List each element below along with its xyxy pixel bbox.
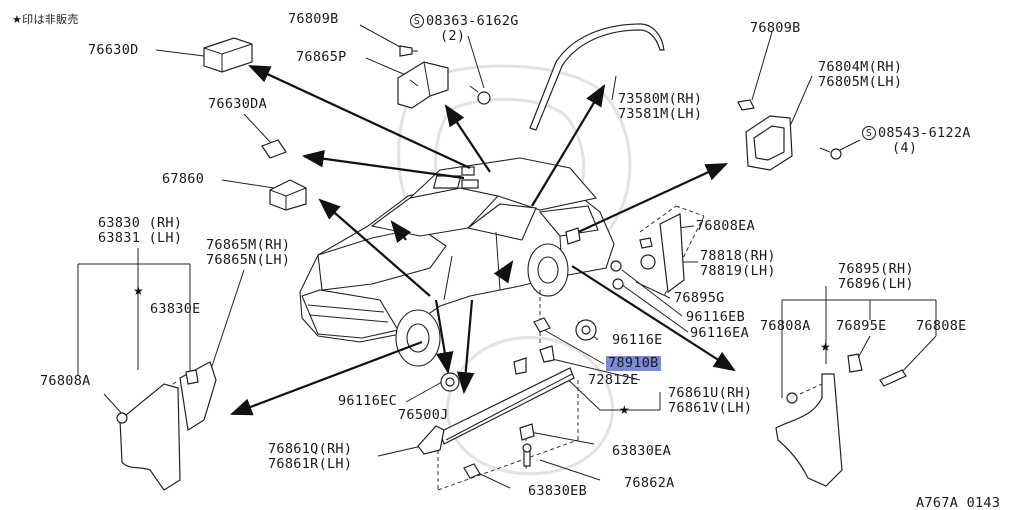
label-76861r: 76861R(LH) (268, 456, 353, 472)
label-76808ea: 76808EA (696, 218, 755, 234)
label-76861u: 76861U(RH) (668, 385, 753, 401)
label-08363-qty: (2) (440, 28, 466, 44)
part-96116ec-grommet (440, 372, 460, 392)
label-78910b-highlighted[interactable]: 78910B (606, 355, 661, 371)
part-08543-screw (819, 147, 842, 160)
label-08543-6122a: 08543-6122A (878, 125, 971, 141)
part-96116e-grommet (575, 319, 597, 341)
label-76805m: 76805M(LH) (818, 74, 903, 90)
label-76862a: 76862A (624, 475, 675, 491)
label-63830eb: 63830EB (528, 483, 587, 499)
label-72812e: 72812E (588, 372, 639, 388)
part-sill-clips (513, 317, 555, 375)
label-63830: 63830 (RH) (98, 215, 183, 231)
part-76630d-block (203, 37, 253, 73)
label-76808a-right: 76808A (760, 318, 811, 334)
part-76804m-cover (745, 115, 793, 171)
part-76865p-bracket (397, 61, 449, 109)
label-76895e: 76895E (836, 318, 887, 334)
part-08363-screw (469, 85, 491, 105)
label-63830e: 63830E (150, 301, 201, 317)
screw-symbol-icon: S (410, 14, 424, 28)
part-63830-left-mud-guard (116, 361, 217, 491)
part-76630da-pad (261, 139, 287, 159)
label-08363-6162g: 08363-6162G (426, 13, 519, 29)
label-76630da: 76630DA (208, 96, 267, 112)
part-76895-right-mud-guard (775, 353, 907, 487)
label-08543-qty: (4) (892, 140, 918, 156)
diagram-code: A767A 0143 (916, 495, 1001, 510)
label-67860: 67860 (162, 171, 205, 187)
label-76865m: 76865M(RH) (206, 237, 291, 253)
label-96116ec: 96116EC (338, 393, 397, 409)
label-76809b-top: 76809B (288, 11, 339, 27)
label-76895: 76895(RH) (838, 261, 914, 277)
label-96116e: 96116E (612, 332, 663, 348)
part-76809b-clip-right (737, 99, 755, 111)
part-sill-fasteners-lower (463, 423, 535, 479)
star-icon: ★ (619, 403, 630, 417)
label-76500j: 76500J (398, 407, 449, 423)
label-76861q: 76861Q(RH) (268, 441, 353, 457)
leader-lines (77, 24, 937, 489)
part-67860-block (269, 179, 307, 211)
label-76895g: 76895G (674, 290, 725, 306)
label-73580m: 73580M(RH) (618, 91, 703, 107)
part-location-arrows (229, 65, 736, 416)
label-76809b-right: 76809B (750, 20, 801, 36)
part-76861-side-sill-molding (417, 367, 575, 455)
label-96116ea: 96116EA (690, 325, 749, 341)
screw-spec-08363: S 08363-6162G (410, 14, 519, 29)
label-76865p: 76865P (296, 49, 347, 65)
label-63831: 63831 (LH) (98, 230, 183, 246)
label-96116eb: 96116EB (686, 309, 745, 325)
label-73581m: 73581M(LH) (618, 106, 703, 122)
label-76808a-left: 76808A (40, 373, 91, 389)
car-body-illustration (299, 157, 615, 367)
screw-symbol-icon: S (862, 126, 876, 140)
star-icon: ★ (820, 340, 831, 354)
label-76804m: 76804M(RH) (818, 59, 903, 75)
part-76809b-clip-top (399, 45, 418, 57)
label-76896: 76896(LH) (838, 276, 914, 292)
non-sale-footnote: ★印は非販売 (12, 13, 79, 26)
label-76865n: 76865N(LH) (206, 252, 291, 268)
star-icon: ★ (133, 284, 144, 298)
label-78818: 78818(RH) (700, 248, 776, 264)
dashed-assembly-lines (143, 205, 823, 491)
non-sale-star-markers: ★ ★ ★ (133, 284, 831, 417)
label-78819: 78819(LH) (700, 263, 776, 279)
label-63830ea: 63830EA (612, 443, 671, 459)
screw-spec-08543: S 08543-6122A (862, 126, 971, 141)
part-front-fender-fasteners (565, 213, 685, 294)
label-76861v: 76861V(LH) (668, 400, 753, 416)
label-76630d: 76630D (88, 42, 139, 58)
part-73580m-roof-molding (529, 23, 665, 131)
label-76808e: 76808E (916, 318, 967, 334)
